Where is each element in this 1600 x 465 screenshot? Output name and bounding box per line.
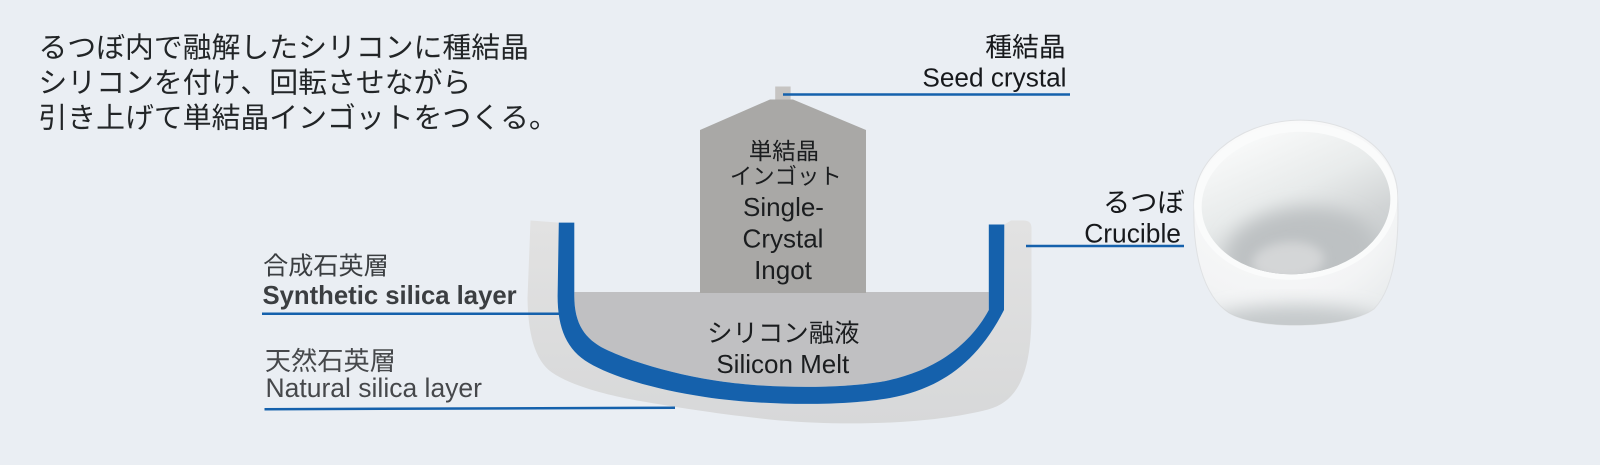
svg-text:Single-: Single- [743,192,824,222]
svg-text:Silicon Melt: Silicon Melt [716,349,850,379]
svg-text:Synthetic silica layer: Synthetic silica layer [263,282,517,310]
svg-text:Natural silica layer: Natural silica layer [266,373,483,403]
svg-text:Crucible: Crucible [1084,219,1181,249]
svg-text:Crystal: Crystal [743,224,824,254]
svg-text:Ingot: Ingot [754,255,813,285]
svg-text:Seed crystal: Seed crystal [922,63,1066,93]
